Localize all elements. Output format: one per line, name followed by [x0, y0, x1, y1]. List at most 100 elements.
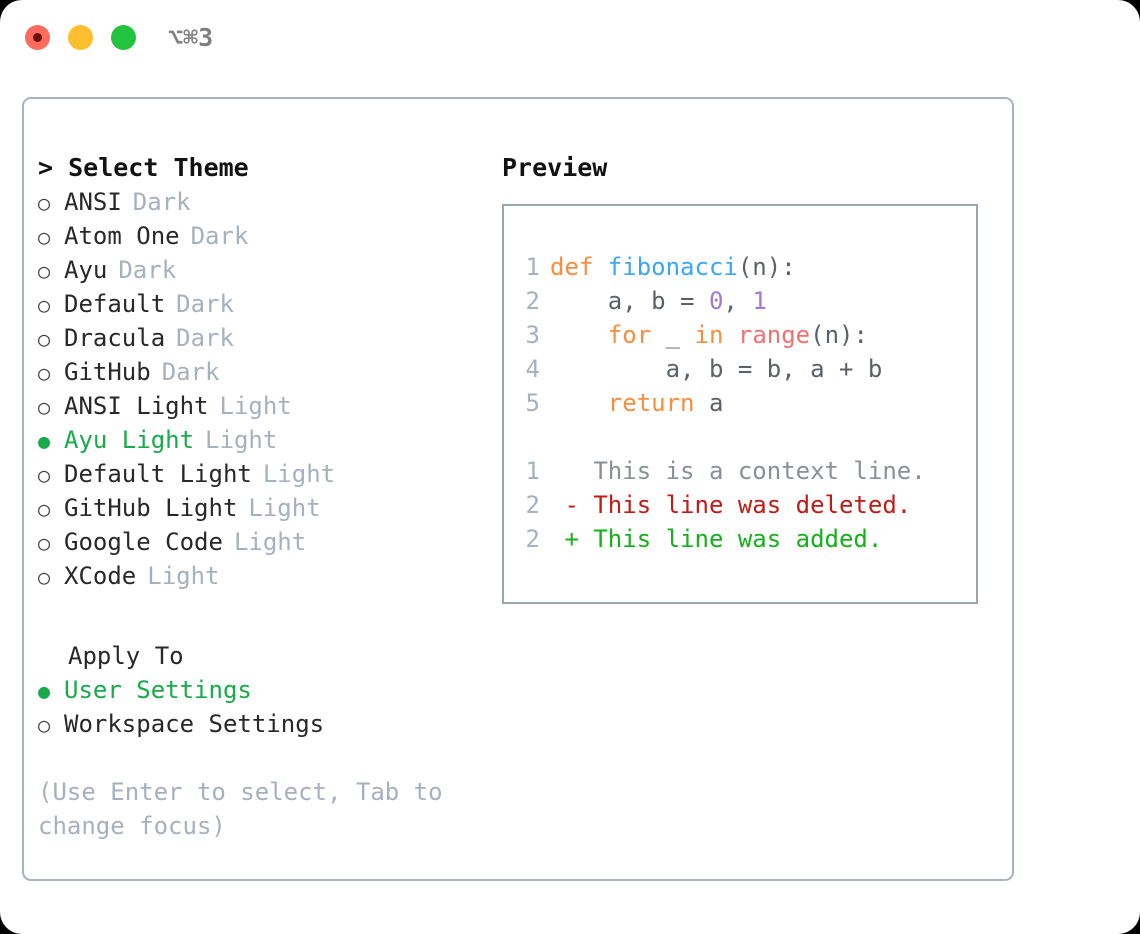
apply-to-heading: Apply To: [68, 642, 184, 670]
apply-to-row[interactable]: ○ Workspace Settings: [38, 707, 488, 741]
code-token: return: [607, 389, 695, 417]
code-line: 1 This is a context line.: [516, 454, 926, 488]
theme-category: Dark: [132, 188, 191, 216]
theme-category: Light: [248, 494, 321, 522]
radio-unselected-icon[interactable]: ○: [38, 259, 51, 283]
line-number: 2: [525, 491, 540, 519]
preview-heading: Preview: [502, 153, 608, 182]
line-number: 1: [525, 457, 540, 485]
theme-category: Light: [205, 426, 278, 454]
theme-name: GitHub Light: [64, 494, 238, 522]
close-icon[interactable]: [25, 25, 50, 50]
theme-category: Dark: [118, 256, 177, 284]
minimize-icon[interactable]: [68, 25, 93, 50]
theme-name: ANSI Light: [64, 392, 209, 420]
code-token: a, b =: [550, 287, 709, 315]
radio-unselected-icon[interactable]: ○: [38, 531, 51, 555]
theme-name: Atom One: [64, 222, 180, 250]
theme-row[interactable]: ○ XCode Light: [38, 559, 488, 593]
theme-row[interactable]: ○ ANSI Dark: [38, 185, 488, 219]
theme-row[interactable]: ○ Google Code Light: [38, 525, 488, 559]
theme-name: Dracula: [64, 324, 166, 352]
code-token: (n):: [810, 321, 868, 349]
line-number: 4: [525, 355, 540, 383]
theme-row[interactable]: ○ Default Dark: [38, 287, 488, 321]
theme-name: ANSI: [64, 188, 122, 216]
line-number: 2: [525, 525, 540, 553]
code-token: [550, 321, 608, 349]
theme-name: XCode: [64, 562, 137, 590]
code-line: 1 def fibonacci(n):: [516, 250, 926, 284]
line-number: 3: [525, 321, 540, 349]
theme-category: Light: [262, 460, 336, 488]
radio-unselected-icon[interactable]: ○: [38, 191, 51, 215]
code-token: range: [737, 321, 811, 349]
code-token: _: [651, 321, 695, 349]
theme-row[interactable]: ○ Dracula Dark: [38, 321, 488, 355]
radio-selected-icon[interactable]: ●: [38, 679, 51, 703]
theme-name: Ayu Light: [64, 426, 195, 454]
radio-unselected-icon[interactable]: ○: [38, 463, 51, 487]
theme-category: Dark: [176, 290, 234, 318]
line-number: 5: [525, 389, 540, 417]
code-token: This is a context line.: [550, 457, 926, 485]
theme-name: Default Light: [64, 460, 252, 488]
radio-unselected-icon[interactable]: ○: [38, 713, 51, 737]
radio-unselected-icon[interactable]: ○: [38, 361, 51, 385]
code-token: a: [694, 389, 724, 417]
theme-row[interactable]: ● Ayu Light Light: [38, 423, 488, 457]
code-token: ,: [723, 287, 753, 315]
radio-selected-icon[interactable]: ●: [38, 429, 51, 453]
traffic-lights: [25, 25, 136, 50]
theme-category: Light: [233, 528, 307, 556]
theme-category: Dark: [176, 324, 234, 352]
code-token: 1: [752, 287, 767, 315]
code-token: def: [550, 253, 608, 281]
window-shortcut-label: ⌥⌘3: [168, 23, 214, 52]
radio-unselected-icon[interactable]: ○: [38, 395, 51, 419]
theme-row[interactable]: ○ Default Light Light: [38, 457, 488, 491]
code-token: [550, 423, 564, 451]
theme-row[interactable]: ○ GitHub Light Light: [38, 491, 488, 525]
code-token: (n):: [737, 253, 796, 281]
maximize-icon[interactable]: [111, 25, 136, 50]
code-token: in: [694, 321, 724, 349]
radio-unselected-icon[interactable]: ○: [38, 565, 51, 589]
code-line: 5 return a: [516, 386, 926, 420]
radio-unselected-icon[interactable]: ○: [38, 327, 51, 351]
theme-category: Light: [147, 562, 220, 590]
apply-to-row[interactable]: ● User Settings: [38, 673, 488, 707]
radio-unselected-icon[interactable]: ○: [38, 293, 51, 317]
code-token: a, b = b, a + b: [550, 355, 883, 383]
apply-to-label: Workspace Settings: [64, 710, 325, 738]
theme-name: GitHub: [64, 358, 151, 386]
code-token: 0: [708, 287, 724, 315]
code-line: [516, 420, 926, 454]
theme-name: Ayu: [64, 256, 108, 284]
select-theme-heading: > Select Theme: [38, 153, 249, 182]
code-token: fibonacci: [607, 253, 738, 281]
theme-name: Google Code: [64, 528, 223, 556]
theme-row[interactable]: ○ ANSI Light Light: [38, 389, 488, 423]
line-number: 2: [525, 287, 540, 315]
theme-row[interactable]: ○ Ayu Dark: [38, 253, 488, 287]
title-bar: ⌥⌘3: [0, 0, 1140, 78]
apply-to-label: User Settings: [64, 676, 252, 704]
code-line: 2 - This line was deleted.: [516, 488, 926, 522]
line-number: 1: [525, 253, 540, 281]
radio-unselected-icon[interactable]: ○: [38, 497, 51, 521]
radio-unselected-icon[interactable]: ○: [38, 225, 51, 249]
code-token: [550, 389, 608, 417]
apply-to-list[interactable]: ● User Settings ○ Workspace Settings: [38, 673, 488, 741]
theme-name: Default: [64, 290, 166, 318]
theme-category: Light: [219, 392, 292, 420]
